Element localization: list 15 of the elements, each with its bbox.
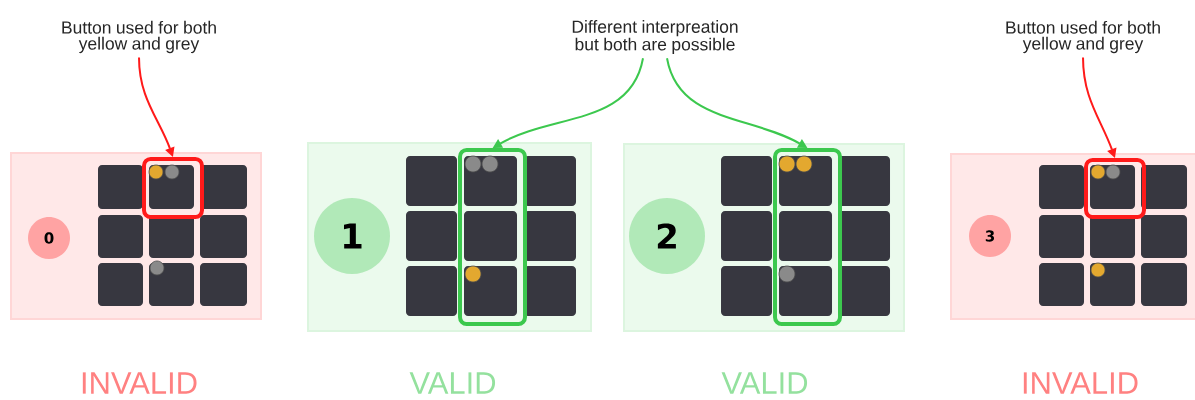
highlight-frame: [458, 148, 527, 326]
verdict-label: VALID: [721, 372, 808, 394]
number-badge: 0: [28, 217, 70, 259]
annotation-text: Different interpreation but both are possible: [572, 20, 738, 54]
highlight-frame: [1084, 158, 1146, 219]
highlight-frame: [773, 148, 842, 326]
annotation-text: Button used for both yellow and grey: [62, 20, 216, 54]
number-badge: 1: [314, 198, 390, 274]
annotation-text: Button used for both yellow and grey: [1006, 20, 1160, 54]
verdict-label: VALID: [409, 372, 496, 394]
verdict-label: INVALID: [82, 372, 197, 394]
highlight-frame: [142, 157, 204, 219]
verdict-label: INVALID: [1023, 372, 1138, 394]
number-badge: 3: [969, 215, 1011, 257]
number-badge: 2: [629, 198, 705, 274]
